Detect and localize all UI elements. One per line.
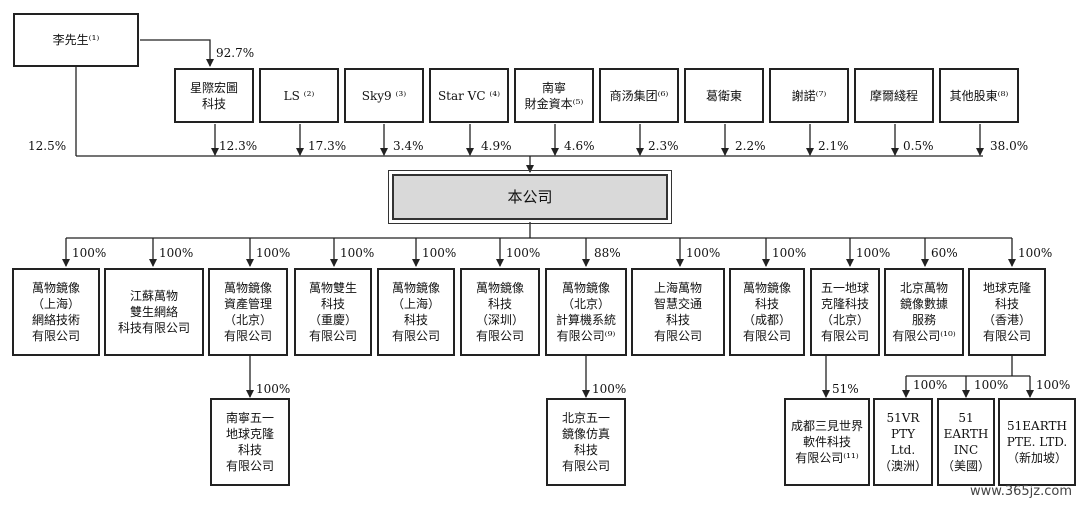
watermark-text: www.365jz.com — [970, 484, 1072, 499]
pct-s1: 100% — [72, 246, 107, 260]
subsidiary-s3: 萬物鏡像 資產管理 （北京） 有限公司 — [208, 268, 288, 356]
pct-t3: 51% — [832, 382, 859, 396]
subsidiary-t2: 北京五一 鏡像仿真 科技 有限公司 — [546, 398, 626, 486]
pct-s3: 100% — [256, 246, 291, 260]
pct-s11: 60% — [931, 246, 958, 260]
pct-t6: 100% — [1036, 378, 1071, 392]
subsidiary-s6: 萬物鏡像 科技 （深圳） 有限公司 — [460, 268, 540, 356]
shareholder-shangtang: 商汤集团⁽⁶⁾ — [599, 68, 679, 123]
pct-t4: 100% — [913, 378, 948, 392]
pct-s9: 100% — [772, 246, 807, 260]
pct-s4: 100% — [340, 246, 375, 260]
pct-s6: 100% — [506, 246, 541, 260]
pct-shangtang: 2.3% — [648, 139, 679, 153]
pct-sky9: 3.4% — [393, 139, 424, 153]
subsidiary-s8: 上海萬物 智慧交通 科技 有限公司 — [631, 268, 725, 356]
pct-ge: 2.2% — [735, 139, 766, 153]
shareholder-starvc: Star VC ⁽⁴⁾ — [429, 68, 509, 123]
subsidiary-s4: 萬物雙生 科技 （重慶） 有限公司 — [294, 268, 372, 356]
subsidiary-s11: 北京萬物 鏡像數據 服務 有限公司⁽¹⁰⁾ — [884, 268, 964, 356]
pct-li-direct: 12.5% — [28, 139, 67, 153]
pct-t1: 100% — [256, 382, 291, 396]
shareholder-others: 其他股東⁽⁸⁾ — [939, 68, 1019, 123]
pct-s8: 100% — [686, 246, 721, 260]
shareholder-sky9: Sky9 ⁽³⁾ — [344, 68, 424, 123]
subsidiary-s2: 江蘇萬物 雙生網絡 科技有限公司 — [104, 268, 204, 356]
pct-nanning-finance: 4.6% — [564, 139, 595, 153]
pct-t2: 100% — [592, 382, 627, 396]
subsidiary-t4: 51VR PTY Ltd. （澳洲） — [873, 398, 933, 486]
pct-s12: 100% — [1018, 246, 1053, 260]
subsidiary-s12: 地球克隆 科技 （香港） 有限公司 — [968, 268, 1046, 356]
pct-s7: 88% — [594, 246, 621, 260]
subsidiary-t5: 51 EARTH INC （美國） — [937, 398, 995, 486]
company-box: 本公司 — [388, 170, 672, 224]
pct-li-to-xingji: 92.7% — [216, 46, 255, 60]
shareholder-xienuo: 謝諾⁽⁷⁾ — [769, 68, 849, 123]
pct-ls: 17.3% — [308, 139, 347, 153]
pct-starvc: 4.9% — [481, 139, 512, 153]
pct-others: 38.0% — [990, 139, 1029, 153]
shareholder-nanning-finance: 南寧 財金資本⁽⁵⁾ — [514, 68, 594, 123]
pct-xingji: 12.3% — [219, 139, 258, 153]
subsidiary-s7: 萬物鏡像 （北京） 計算機系統 有限公司⁽⁹⁾ — [545, 268, 627, 356]
pct-s2: 100% — [159, 246, 194, 260]
subsidiary-s9: 萬物鏡像 科技 （成都） 有限公司 — [729, 268, 805, 356]
subsidiary-s1: 萬物鏡像 （上海） 網絡技術 有限公司 — [12, 268, 100, 356]
shareholder-mr-li: 李先生⁽¹⁾ — [13, 13, 139, 67]
pct-moer: 0.5% — [903, 139, 934, 153]
pct-s10: 100% — [856, 246, 891, 260]
subsidiary-s5: 萬物鏡像 （上海） 科技 有限公司 — [377, 268, 455, 356]
subsidiary-s10: 五一地球 克隆科技 （北京） 有限公司 — [810, 268, 880, 356]
subsidiary-t1: 南寧五一 地球克隆 科技 有限公司 — [210, 398, 290, 486]
shareholder-xingji: 星際宏圖 科技 — [174, 68, 254, 123]
shareholder-ge: 葛衛東 — [684, 68, 764, 123]
pct-t5: 100% — [974, 378, 1009, 392]
subsidiary-t3: 成都三見世界 軟件科技 有限公司⁽¹¹⁾ — [784, 398, 870, 486]
pct-xienuo: 2.1% — [818, 139, 849, 153]
pct-s5: 100% — [422, 246, 457, 260]
shareholder-moer: 摩爾綫程 — [854, 68, 934, 123]
shareholder-ls: LS ⁽²⁾ — [259, 68, 339, 123]
subsidiary-t6: 51EARTH PTE. LTD. （新加坡） — [998, 398, 1076, 486]
